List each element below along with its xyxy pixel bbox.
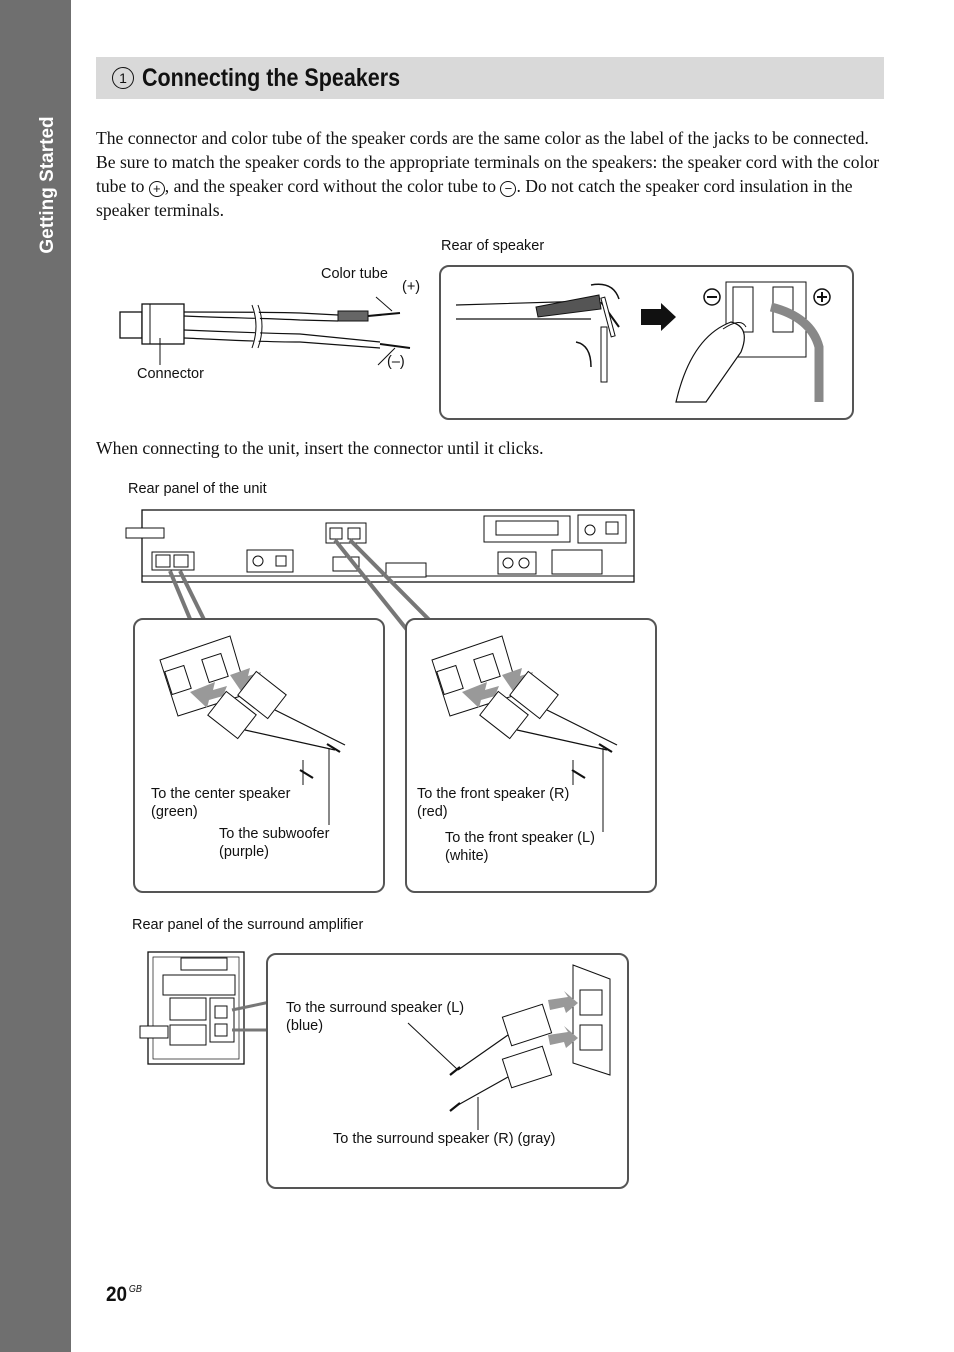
step-number: 1	[112, 67, 134, 89]
speaker-terminal-illustration	[455, 281, 831, 403]
minus-symbol: −	[500, 180, 517, 197]
intro-text-1: The connector and color tube of the spea…	[96, 128, 880, 196]
center-subwoofer-callout	[133, 618, 385, 893]
plus-symbol: +	[148, 180, 165, 197]
surround-speaker-l-label: To the surround speaker (L) (blue)	[286, 1000, 465, 1034]
page-title: Connecting the Speakers	[142, 63, 401, 92]
intro-text-3: . Do not catch the speaker cord insulati…	[96, 176, 853, 220]
unit-panel-heading: Rear panel of the unit	[128, 481, 267, 497]
front-speaker-l-label: To the front speaker (L) (white)	[445, 830, 595, 864]
color-tube-label: Color tube	[321, 266, 388, 282]
intro-text-2: , and the speaker cord without the color…	[164, 176, 501, 196]
section-title-bar: 1 Connecting the Speakers	[96, 57, 884, 99]
sidebar: Getting Started	[0, 0, 71, 1352]
front-plugs-illustration	[431, 635, 618, 832]
rear-of-speaker-label: Rear of speaker	[441, 238, 545, 254]
center-subwoofer-plugs-illustration	[159, 635, 346, 825]
front-speaker-r-label: To the front speaker (R) (red)	[417, 786, 570, 820]
surround-speaker-r-label: To the surround speaker (R) (gray)	[333, 1131, 556, 1147]
surround-callout	[266, 953, 629, 1189]
intro-paragraph: The connector and color tube of the spea…	[96, 126, 888, 222]
minus-label: (–)	[387, 354, 405, 370]
page-suffix: GB	[128, 1284, 142, 1295]
subwoofer-label: To the subwoofer (purple)	[219, 826, 330, 860]
connector-label: Connector	[137, 366, 204, 382]
amp-panel-heading: Rear panel of the surround amplifier	[132, 917, 364, 933]
section-label: Getting Started	[37, 116, 58, 254]
rear-of-speaker-panel	[439, 265, 854, 420]
surround-plugs-illustration	[407, 964, 611, 1130]
front-speakers-callout	[405, 618, 657, 893]
plus-label: (+)	[402, 279, 421, 295]
center-speaker-label: To the center speaker (green)	[151, 786, 291, 820]
connect-note: When connecting to the unit, insert the …	[96, 438, 544, 458]
